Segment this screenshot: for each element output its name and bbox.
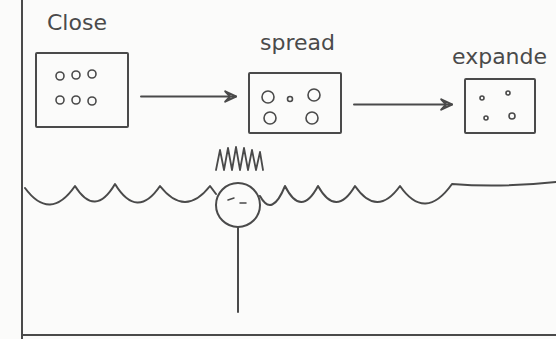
particles-spread [262, 89, 320, 124]
wave-line [25, 182, 556, 205]
particles-close [56, 70, 96, 105]
float-hair [216, 147, 263, 170]
state-box: expande [464, 78, 536, 134]
state-label: expande [452, 46, 547, 68]
float-ball [216, 183, 260, 227]
state-box: Close [35, 52, 129, 128]
state-box: spread [248, 72, 342, 134]
flow-arrow [141, 91, 236, 101]
state-label: Close [47, 12, 107, 34]
flow-arrow [354, 99, 452, 109]
frame-line [21, 0, 23, 339]
particles-expanded [480, 91, 515, 120]
frame-line [22, 334, 556, 336]
state-label: spread [260, 32, 335, 54]
float-stick [237, 227, 239, 312]
float-marks [228, 198, 246, 203]
